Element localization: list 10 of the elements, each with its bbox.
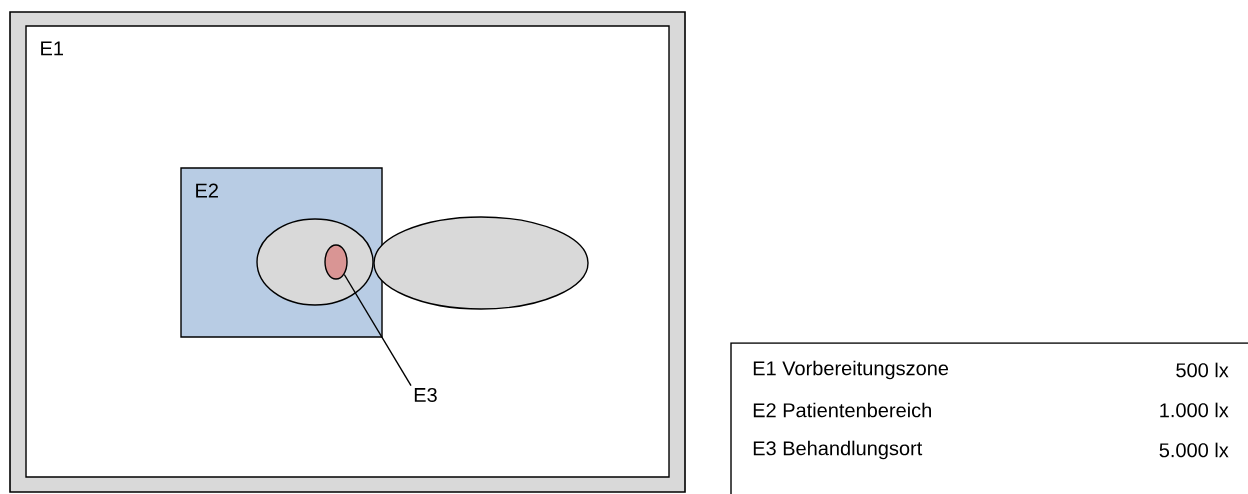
illuminance-value: 1.000 lx bbox=[1160, 402, 1229, 418]
zone-name: E2 Patientenbereich bbox=[753, 402, 931, 418]
zone-name: E1 Vorbereitungszone bbox=[753, 360, 949, 380]
treatment-spot bbox=[324, 244, 348, 280]
zone-name: E3 Behandlungsort bbox=[753, 440, 923, 460]
illuminance-value: 500 lx bbox=[1176, 362, 1229, 378]
treatment-zone bbox=[373, 216, 589, 310]
treatment-zone bbox=[256, 218, 374, 306]
leader-line bbox=[343, 273, 412, 387]
illuminance-value: 5.000 lx bbox=[1159, 442, 1229, 458]
